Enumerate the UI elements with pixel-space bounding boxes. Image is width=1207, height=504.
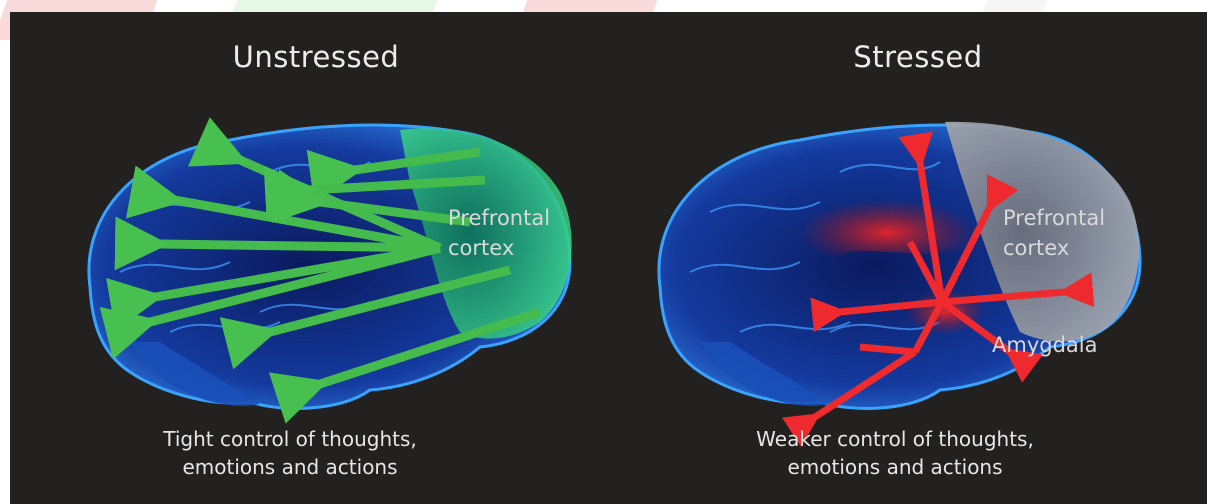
caption-stressed: Weaker control of thoughts, emotions and… [675,425,1115,481]
title-unstressed: Unstressed [116,40,516,74]
label-prefrontal-cortex-right: Prefrontal cortex [1003,203,1105,263]
title-stressed: Stressed [718,40,1118,74]
label-prefrontal-cortex-left: Prefrontal cortex [448,203,550,263]
label-line: Prefrontal [1003,203,1105,233]
label-line: Prefrontal [448,203,550,233]
figure-panel: Unstressed Stressed Prefrontal cortex Pr… [10,12,1207,504]
label-line: cortex [1003,233,1105,263]
brain-stressed [659,122,1140,417]
caption-line: emotions and actions [70,453,510,481]
label-amygdala: Amygdala [992,330,1097,360]
caption-line: emotions and actions [675,453,1115,481]
caption-line: Tight control of thoughts, [70,425,510,453]
caption-unstressed: Tight control of thoughts, emotions and … [70,425,510,481]
brain-unstressed [89,125,572,408]
caption-line: Weaker control of thoughts, [675,425,1115,453]
label-line: cortex [448,233,550,263]
